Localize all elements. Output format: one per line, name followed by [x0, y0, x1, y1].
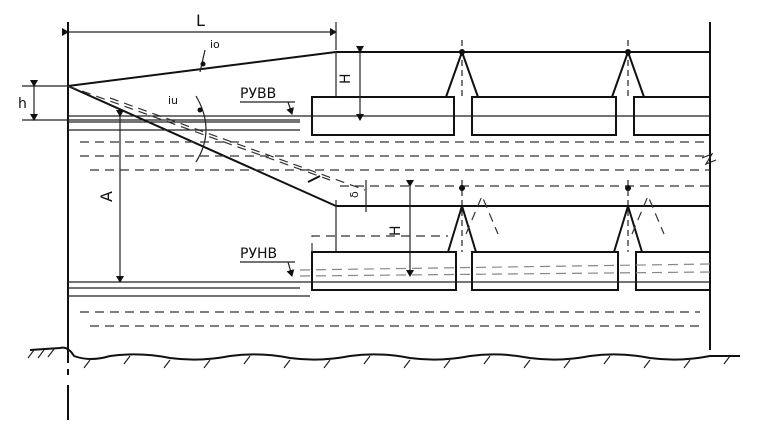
- top-sections: [311, 40, 711, 136]
- dimension-L: L: [62, 11, 337, 50]
- lower-slope-dashed: [109, 97, 366, 191]
- lower-slope-dashed-2: [67, 85, 331, 181]
- slash-mark: [307, 175, 321, 183]
- label-iu: iu: [168, 94, 178, 107]
- ground-line: [27, 346, 740, 369]
- label-delta: δ: [348, 191, 361, 198]
- label-ruvv: РУВВ: [240, 86, 276, 102]
- label-runv: РУНВ: [240, 246, 277, 262]
- slope-io-marker: iо: [199, 38, 220, 73]
- upper-water-lines: [68, 115, 710, 171]
- top-slope-line: [67, 51, 337, 87]
- label-A: A: [97, 191, 116, 202]
- dimension-h: h: [18, 80, 300, 121]
- dimension-A: A: [97, 110, 124, 283]
- label-H-bottom: H: [388, 225, 404, 236]
- dimension-H-top: H: [335, 46, 364, 121]
- ruvv-marker: РУВВ: [240, 86, 295, 115]
- label-h: h: [18, 96, 27, 112]
- dimension-H-bottom: H: [388, 180, 414, 277]
- label-io: iо: [210, 38, 220, 51]
- break-mark: [701, 152, 717, 166]
- lower-water-lines: [68, 263, 711, 327]
- lower-beam: δ: [335, 180, 710, 252]
- slope-iu-marker: iu: [168, 94, 207, 163]
- label-L: L: [196, 11, 205, 30]
- label-H-top: H: [338, 73, 354, 84]
- lower-slope-line: [67, 85, 337, 207]
- bottom-sections: [311, 180, 711, 291]
- runv-marker: РУНВ: [240, 246, 295, 277]
